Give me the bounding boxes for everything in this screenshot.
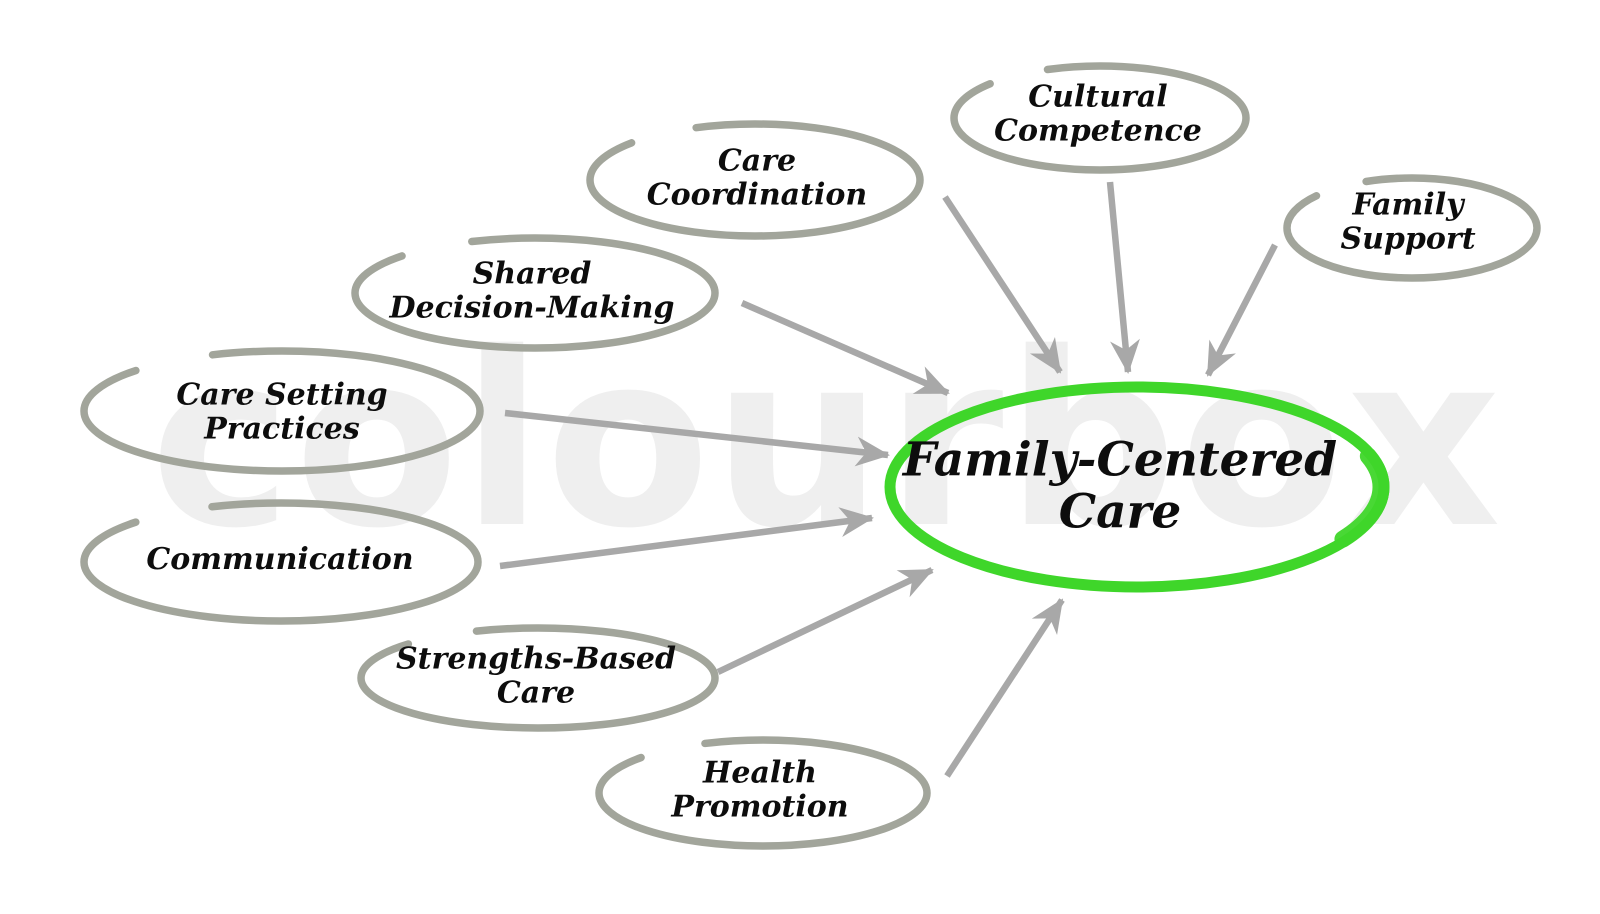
label-line: Care [717,143,797,179]
label-line: Care [1058,484,1182,539]
label-line: Health [703,755,817,791]
node-label-communication: Communication [146,543,413,577]
arrow-health-promotion-to-center [944,598,1065,778]
arrow-shared-decision-making-to-center [740,300,950,396]
ellipse-shared-decision-making [351,234,719,352]
arrow-care-setting-practices-to-center [504,409,890,467]
arrow-strengths-based-care-to-center [716,567,934,675]
label-line: Family-Centered [902,432,1338,488]
label-line: Care [496,675,576,710]
label-line: Decision-Making [389,290,675,325]
arrow-family-support-to-center [1205,243,1278,377]
center-node-label: Family-Centered Care [903,434,1337,537]
ellipse-care-coordination [586,120,924,240]
ellipse-cultural-competence [950,62,1250,174]
label-line: Family [1352,187,1464,223]
ellipse-family-support [1283,174,1541,282]
label-line: Care Setting [176,377,388,413]
ellipse-health-promotion [595,736,931,850]
label-line: Communication [146,542,414,578]
arrow-communication-to-center [499,507,874,570]
node-label-care-coordination: Care Coordination [647,144,867,211]
arrow-care-coordination-to-center [942,195,1063,374]
label-line: Strengths-Based [396,641,676,677]
ellipse-communication [80,499,482,625]
ellipse-center-overdraw [884,381,1390,593]
ellipse-care-setting-practices [80,347,484,475]
node-label-health-promotion: Health Promotion [671,756,848,823]
label-line: Cultural [1028,79,1168,115]
label-line: Coordination [646,177,868,212]
node-label-cultural-competence: Cultural Competence [994,80,1202,147]
node-label-strengths-based-care: Strengths-Based Care [396,642,676,709]
node-label-family-support: Family Support [1340,188,1475,255]
node-label-care-setting-practices: Care Setting Practices [176,378,387,445]
label-line: Support [1340,221,1476,256]
label-line: Shared [472,256,592,292]
ellipse-strengths-based-care [357,624,719,732]
node-label-shared-decision-making: Shared Decision-Making [390,257,675,324]
label-line: Promotion [671,789,849,824]
label-line: Competence [994,113,1202,148]
label-line: Practices [204,411,360,446]
arrow-cultural-competence-to-center [1106,181,1140,374]
